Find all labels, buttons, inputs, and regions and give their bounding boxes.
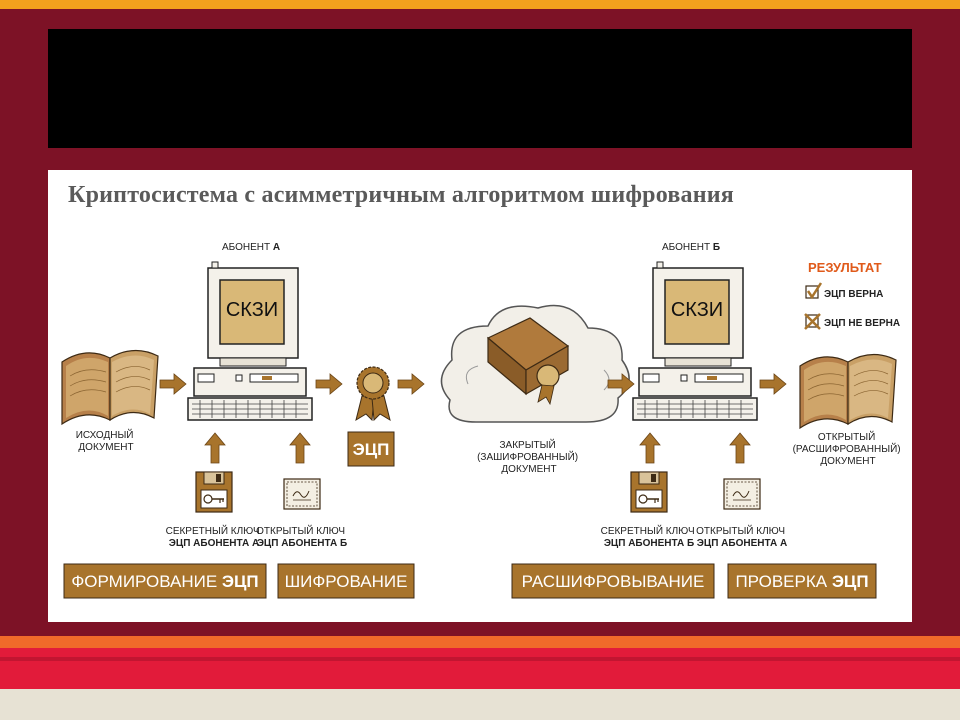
top-accent-band xyxy=(0,0,960,9)
ecp-badge-text: ЭЦП xyxy=(353,440,390,459)
open-doc-line: ДОКУМЕНТ xyxy=(820,456,875,467)
computer-b-icon: СКЗИ xyxy=(632,261,758,421)
result-fail-text: ЭЦП НЕ ВЕРНА xyxy=(824,318,900,329)
slide-title-bar xyxy=(48,29,912,148)
open-key-b-label: ОТКРЫТЫЙ КЛЮЧ ЭЦП АБОНЕНТА Б xyxy=(256,524,348,549)
source-document-label: ИСХОДНЫЙ ДОКУМЕНТ xyxy=(76,428,137,453)
stage-form-ecp-bar xyxy=(63,563,267,599)
stage-decrypt-bar xyxy=(511,563,715,599)
source-document-icon xyxy=(61,349,159,425)
key-label-line: ОТКРЫТЫЙ КЛЮЧ xyxy=(256,524,345,537)
bottom-beige-band xyxy=(0,689,960,720)
cryptosystem-diagram: ИСХОДНЫЙ ДОКУМЕНТ АБОНЕНТ А СКЗИ СЕКРЕТН… xyxy=(61,242,904,599)
secret-key-floppy-icon xyxy=(195,471,233,513)
closed-book-icon xyxy=(486,317,570,406)
cross-icon xyxy=(804,313,821,330)
ecp-badge xyxy=(347,431,395,467)
stage-form-ecp-text: ФОРМИРОВАНИЕ ЭЦП xyxy=(71,572,258,591)
open-document-icon xyxy=(799,353,897,429)
stage-decrypt-text: РАСШИФРОВЫВАНИЕ xyxy=(522,572,705,591)
panel-title: Криптосистема с асимметричным алгоритмом… xyxy=(68,182,734,208)
key-label-line: СЕКРЕТНЫЙ КЛЮЧ xyxy=(166,524,260,537)
stage-encrypt-text: ШИФРОВАНИЕ xyxy=(285,572,408,591)
checkmark-icon xyxy=(805,282,823,300)
source-doc-line: ДОКУМЕНТ xyxy=(78,442,133,453)
arrow-up-icon xyxy=(639,432,661,464)
stage-encrypt-bar xyxy=(277,563,415,599)
key-label-line: СЕКРЕТНЫЙ КЛЮЧ xyxy=(601,524,695,537)
closed-doc-line: (ЗАШИФРОВАННЫЙ) xyxy=(477,450,578,463)
bottom-red-band xyxy=(0,648,960,689)
arrow-up-icon xyxy=(204,432,226,464)
computer-a-screen-text: СКЗИ xyxy=(226,299,278,321)
bottom-orange-band xyxy=(0,636,960,648)
computer-b-screen-text: СКЗИ xyxy=(671,299,723,321)
seal-rosette-icon xyxy=(355,366,391,422)
stage-verify-ecp-bar xyxy=(727,563,877,599)
bottom-red-stripe xyxy=(0,657,960,661)
arrow-right-icon xyxy=(759,373,787,395)
arrow-up-icon xyxy=(729,432,751,464)
open-key-certificate-icon xyxy=(283,478,321,510)
subscriber-a-label: АБОНЕНТ А xyxy=(222,242,280,253)
arrow-up-icon xyxy=(289,432,311,464)
diagram-panel: ИСХОДНЫЙ ДОКУМЕНТ АБОНЕНТ А СКЗИ СЕКРЕТН… xyxy=(48,170,912,622)
subscriber-b-label: АБОНЕНТ Б xyxy=(662,242,720,253)
open-key-a-label: ОТКРЫТЫЙ КЛЮЧ ЭЦП АБОНЕНТА А xyxy=(696,524,788,549)
secret-key-a-label: СЕКРЕТНЫЙ КЛЮЧ ЭЦП АБОНЕНТА А xyxy=(166,524,263,549)
result-title: РЕЗУЛЬТАТ xyxy=(808,260,882,275)
key-label-line: ЭЦП АБОНЕНТА А xyxy=(169,538,259,549)
arrow-right-icon xyxy=(397,373,425,395)
stage-verify-ecp-text: ПРОВЕРКА ЭЦП xyxy=(735,572,868,591)
result-ok-text: ЭЦП ВЕРНА xyxy=(824,289,883,300)
key-label-line: ЭЦП АБОНЕНТА Б xyxy=(257,538,347,549)
key-label-line: ЭЦП АБОНЕНТА Б xyxy=(604,538,694,549)
open-doc-line: (РАСШИФРОВАННЫЙ) xyxy=(793,442,901,455)
arrow-right-icon xyxy=(315,373,343,395)
computer-a-icon: СКЗИ xyxy=(187,261,313,421)
open-document-label: ОТКРЫТЫЙ (РАСШИФРОВАННЫЙ) ДОКУМЕНТ xyxy=(793,430,904,467)
arrow-right-icon xyxy=(159,373,187,395)
closed-doc-line: ЗАКРЫТЫЙ xyxy=(500,438,556,451)
source-doc-line: ИСХОДНЫЙ xyxy=(76,428,134,441)
key-label-line: ЭЦП АБОНЕНТА А xyxy=(697,538,787,549)
open-key-certificate-icon xyxy=(723,478,761,510)
closed-doc-line: ДОКУМЕНТ xyxy=(501,464,556,475)
key-label-line: ОТКРЫТЫЙ КЛЮЧ xyxy=(696,524,785,537)
secret-key-floppy-icon xyxy=(630,471,668,513)
closed-document-label: ЗАКРЫТЫЙ (ЗАШИФРОВАННЫЙ) ДОКУМЕНТ xyxy=(477,438,581,475)
open-doc-line: ОТКРЫТЫЙ xyxy=(818,430,875,443)
secret-key-b-label: СЕКРЕТНЫЙ КЛЮЧ ЭЦП АБОНЕНТА Б xyxy=(601,524,698,549)
